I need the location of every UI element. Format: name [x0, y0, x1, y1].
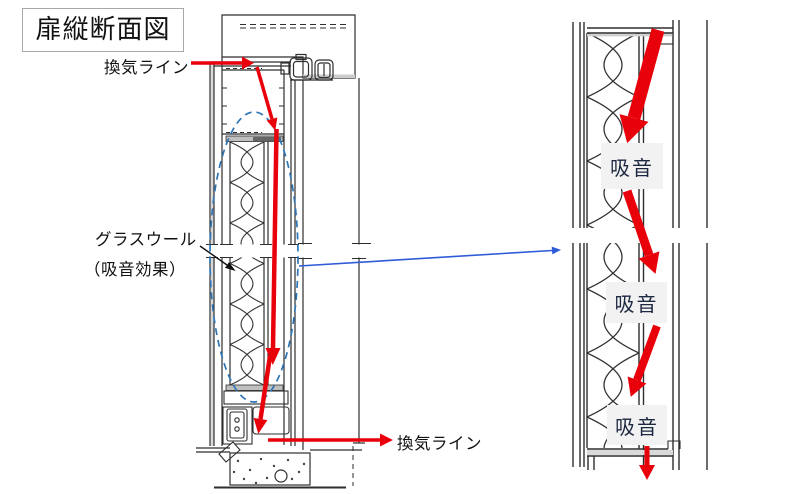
- absorb-label-bottom: 吸音: [607, 405, 667, 445]
- vent-flow-arrows: [191, 56, 393, 447]
- sill-stipple: [232, 457, 306, 485]
- enlargement-leader-arrow: [298, 246, 561, 267]
- absorb-label-top: 吸音: [601, 143, 663, 189]
- vent-line-label-top: 換気ライン: [104, 58, 189, 77]
- absorption-flow-arrows: [619, 28, 665, 480]
- door-head-frame: [221, 14, 356, 81]
- absorb-label-mid: 吸音: [606, 282, 667, 323]
- drawing-breaks: [202, 228, 712, 259]
- glasswool-effect-label: （吸音効果）: [84, 260, 186, 279]
- glasswool-label: グラスウール: [95, 230, 197, 249]
- diagram-title: 扉縦断面図: [22, 8, 184, 52]
- head-seal-detail: [280, 53, 334, 81]
- absorption-zone-ellipse: [209, 111, 299, 403]
- glasswool-leader-arrow: [199, 245, 236, 271]
- glasswool-batt: [229, 142, 269, 385]
- vent-line-label-bottom: 換気ライン: [397, 434, 482, 453]
